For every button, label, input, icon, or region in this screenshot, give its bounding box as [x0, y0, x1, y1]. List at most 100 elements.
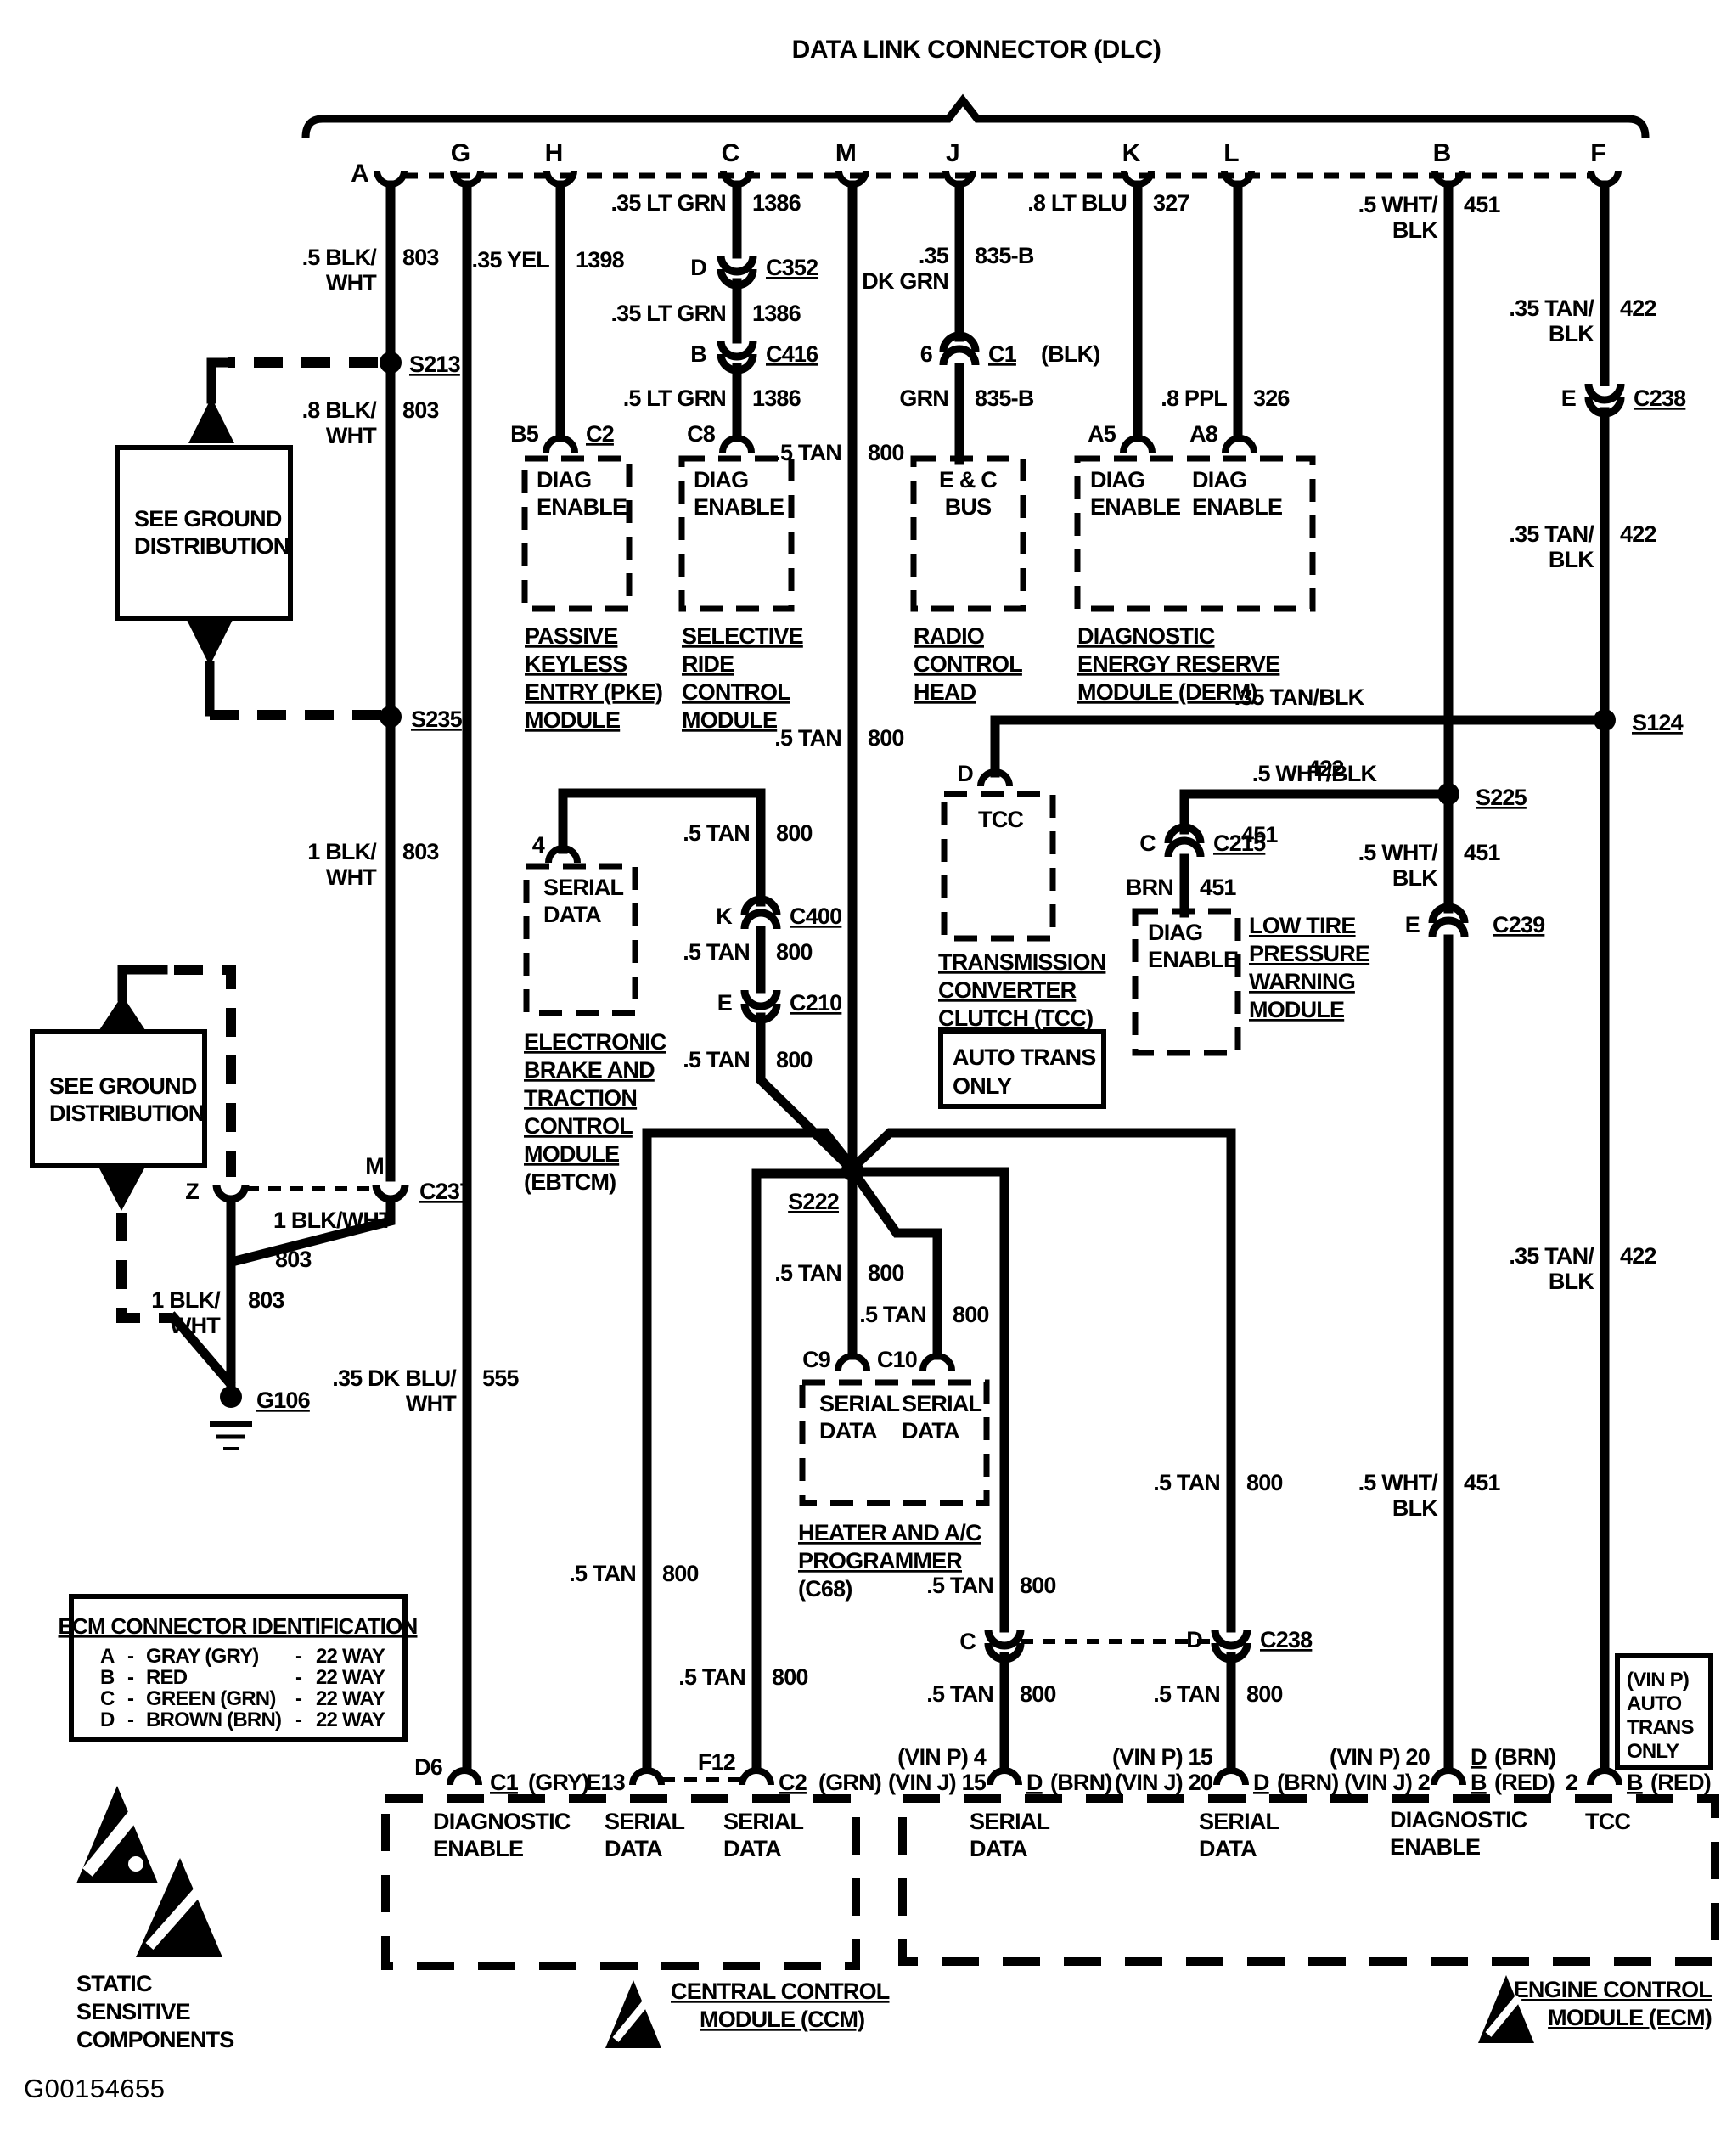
static-logo-ccm-hand	[612, 2000, 650, 2042]
connector-labels: C238	[1634, 386, 1686, 411]
pin-labels: F12	[698, 1749, 735, 1775]
dlc-pin-letters: J	[946, 139, 959, 167]
ecm-id-dash: -	[127, 1687, 134, 1710]
connector-labels: C416	[766, 341, 818, 367]
connector-c238-d-outer	[1211, 1642, 1251, 1663]
module-box-texts: ONLY	[1627, 1740, 1679, 1763]
module-box-texts: DIAG	[1148, 920, 1202, 945]
wire-s222-right-lower	[852, 1167, 1009, 1633]
ecm-id-color: GREEN (GRN)	[146, 1687, 276, 1710]
ecm-id-letter: C	[100, 1687, 115, 1710]
splice-labels: S124	[1632, 710, 1684, 735]
wire-labels: 1 BLK/	[151, 1287, 221, 1313]
dlc-pin-letters: L	[1223, 139, 1239, 167]
module-name-labels: TRANSMISSION	[938, 949, 1105, 975]
module-box-texts: DATA	[543, 902, 601, 927]
wire-labels: BLK	[1549, 547, 1594, 572]
module-name-labels: BRAKE AND	[524, 1057, 655, 1083]
module-name-labels: PROGRAMMER	[798, 1548, 962, 1573]
connector-c238-c-outer	[984, 1642, 1025, 1663]
footer: SENSITIVE	[76, 1999, 190, 2024]
wire-labels: .35 TAN/	[1509, 521, 1594, 547]
splice-labels: S235	[411, 706, 463, 732]
module-box-texts: DISTRIBUTION	[134, 533, 289, 559]
splice-s225	[1437, 783, 1459, 805]
wire-labels: 800	[662, 1561, 699, 1586]
dlc-pin-letters: A	[351, 160, 368, 188]
wire-labels: .5 TAN	[1153, 1681, 1220, 1707]
wire-labels: 422	[1620, 521, 1656, 547]
splice-labels: S222	[788, 1189, 839, 1214]
module-box-texts: DATA	[1199, 1836, 1257, 1861]
ground-g106	[220, 1386, 242, 1408]
ecm-pin-tcc	[1587, 1767, 1622, 1786]
connector-c416-outer	[717, 353, 757, 374]
radio-head-box	[910, 455, 1026, 612]
module-name-labels: (EBTCM)	[524, 1169, 616, 1195]
wire-labels: 451	[1464, 840, 1500, 865]
wire-labels: .5 TAN	[683, 1047, 750, 1072]
connector-c239	[1428, 916, 1469, 937]
tcc-box	[941, 791, 1056, 942]
connector-labels: K	[716, 903, 733, 929]
module-name-labels: HEAD	[914, 679, 976, 705]
connector-c352	[717, 255, 757, 276]
module-name-labels: MODULE (CCM)	[700, 2007, 864, 2032]
module-box-texts: DATA	[723, 1836, 781, 1861]
pin-labels: B	[1471, 1770, 1487, 1795]
dlc-pin-letters: H	[545, 139, 563, 167]
module-name-labels: PASSIVE	[525, 623, 617, 649]
wire-labels: BLK	[1392, 1495, 1438, 1521]
footer: STATIC	[76, 1971, 152, 1996]
wire-s222-to-c10	[849, 1168, 942, 1360]
ecm-box	[898, 1794, 1719, 1966]
wire-labels: .35 TAN/	[1509, 296, 1594, 321]
ecm-id-dash: -	[295, 1645, 302, 1668]
wire-labels: 800	[776, 939, 813, 965]
module-box-texts: DATA	[902, 1418, 959, 1444]
wire-labels: DK GRN	[862, 268, 948, 294]
ccm-pin-e13	[629, 1767, 665, 1786]
module-box-texts: SERIAL	[819, 1391, 900, 1416]
module-box-texts: DIAGNOSTIC	[433, 1809, 571, 1834]
wire-labels: WHT	[170, 1313, 221, 1338]
dlc-pin-j	[942, 170, 976, 188]
dlc-pin-m	[835, 170, 869, 188]
pin-labels: D6	[414, 1754, 443, 1780]
splice-labels: S213	[409, 352, 461, 377]
connector-c416	[717, 340, 757, 361]
module-box-texts: SERIAL	[902, 1391, 982, 1416]
wire-labels: 1 BLK/WHT	[273, 1207, 393, 1233]
wire-labels: 451	[1241, 822, 1278, 847]
module-name-labels: CENTRAL CONTROL	[671, 1979, 890, 2004]
ground2-triangle-down	[99, 1168, 144, 1211]
pin-labels: (RED)	[1494, 1770, 1555, 1795]
connector-labels: C	[959, 1629, 976, 1654]
wire-labels: 555	[482, 1365, 519, 1391]
wire-labels: .5 TAN	[774, 725, 841, 751]
srcm-pin-c8	[719, 435, 755, 453]
dlc-pin-g	[450, 170, 484, 188]
wire-pin-a-to-c237-diag	[233, 1196, 396, 1266]
dlc-pin-letters: C	[722, 139, 739, 167]
dlc-pin-letters: F	[1590, 139, 1605, 167]
module-box-texts: ENABLE	[1192, 494, 1282, 520]
wire-labels: .5 TAN	[859, 1302, 926, 1327]
dlc-pin-c	[720, 170, 754, 188]
wire-labels: 800	[1020, 1681, 1056, 1707]
module-name-labels: ELECTRONIC	[524, 1029, 666, 1055]
module-box-texts: AUTO	[1627, 1692, 1681, 1715]
hac-pin-c10	[919, 1353, 955, 1371]
ecm-id-dash: -	[127, 1708, 134, 1731]
connector-labels: E	[717, 990, 732, 1016]
module-box-texts: SERIAL	[605, 1809, 685, 1834]
module-box-texts: TCC	[978, 807, 1023, 832]
module-box-texts: BUS	[945, 494, 992, 520]
module-name-labels: MODULE (ECM)	[1548, 2005, 1712, 2030]
wire-labels: 326	[1253, 386, 1290, 411]
wire-labels: .5 TAN	[774, 440, 841, 465]
connector-c215	[1164, 836, 1205, 858]
derm-pin-a8	[1222, 435, 1257, 453]
splice-labels: S225	[1476, 785, 1527, 810]
